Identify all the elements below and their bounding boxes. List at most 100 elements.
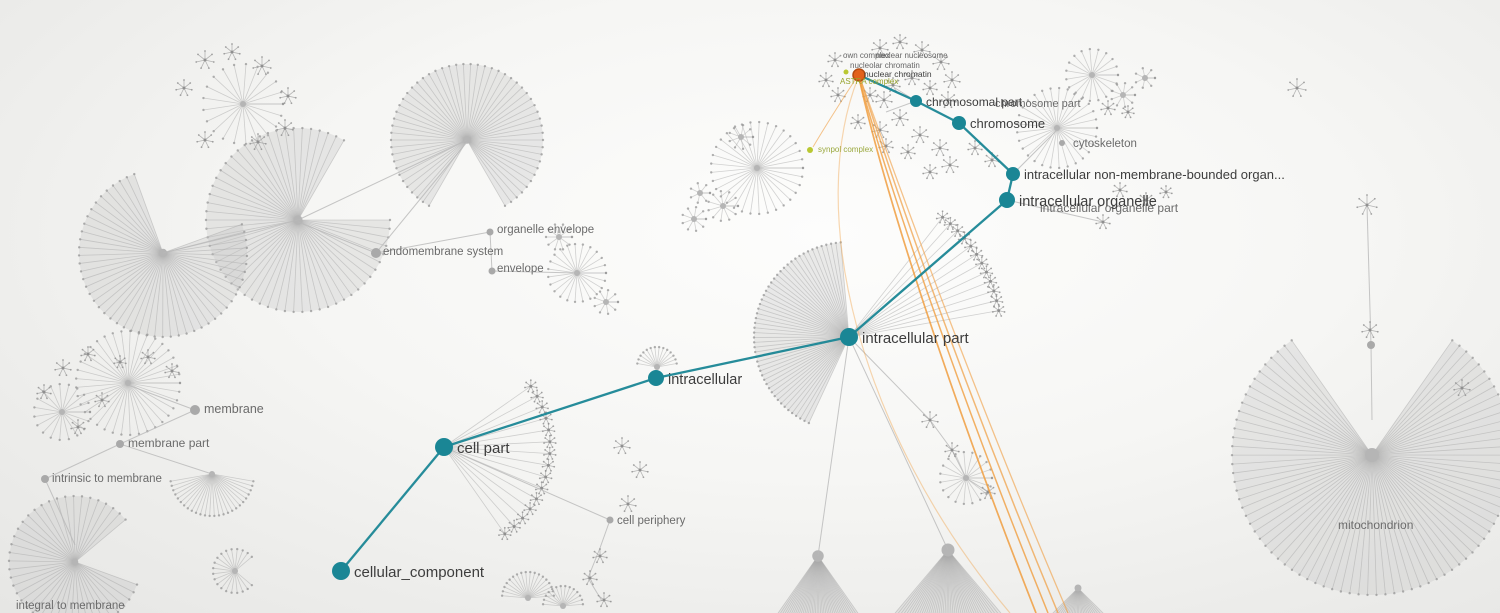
orange-edge	[859, 77, 1059, 613]
gray-graph-node[interactable]	[41, 475, 49, 483]
node-label: cell part	[457, 440, 510, 457]
fan-cluster	[438, 379, 557, 541]
accent-node[interactable]	[807, 147, 813, 153]
aster-node	[943, 71, 961, 89]
aster-node	[900, 144, 916, 160]
aster-node	[596, 592, 612, 608]
aster-node	[931, 139, 949, 157]
gray-edge	[127, 384, 196, 411]
path-edge	[848, 199, 1008, 338]
accent-node[interactable]	[843, 69, 849, 75]
fan-cluster	[77, 172, 249, 339]
fan-cluster	[1110, 81, 1137, 109]
fan-cluster	[169, 471, 255, 518]
aster-node	[538, 470, 553, 484]
gray-label: integral to membrane	[16, 600, 125, 612]
fan-cluster	[74, 329, 182, 437]
aster-node	[498, 526, 512, 541]
graph-node-intracellular-part[interactable]	[840, 328, 858, 346]
graph-node-intracellular-organelle[interactable]	[999, 192, 1015, 208]
aster-node	[1287, 78, 1307, 98]
aster-node	[989, 293, 1004, 308]
aster-node	[891, 109, 909, 127]
aster-node	[969, 247, 984, 261]
tiny-label: synpol complex	[818, 145, 873, 154]
gray-graph-node[interactable]	[371, 248, 381, 258]
aster-node	[592, 548, 608, 564]
graph-node-cellular-component[interactable]	[332, 562, 350, 580]
aster-node	[1112, 182, 1128, 198]
aster-node	[830, 87, 846, 103]
aster-node	[36, 384, 52, 400]
aster-node	[944, 442, 960, 458]
fan-clusters-layer	[7, 47, 1500, 613]
gray-graph-node[interactable]	[1367, 341, 1375, 349]
gray-label: membrane	[204, 402, 264, 416]
graph-node-chromosome[interactable]	[952, 116, 966, 130]
graph-node-intracellular[interactable]	[648, 370, 664, 386]
aster-node	[827, 52, 843, 68]
gray-graph-node[interactable]	[606, 516, 614, 524]
node-label: chromosome	[970, 116, 1045, 131]
fan-cluster	[1065, 47, 1120, 103]
node-label: intracellular organelle	[1019, 194, 1157, 210]
gray-label: envelope	[497, 263, 544, 275]
aster-node	[941, 156, 959, 174]
gray-label: chromosome part	[995, 98, 1081, 110]
aster-node	[543, 434, 557, 449]
fan-cluster	[681, 205, 708, 233]
aster-node	[175, 79, 193, 97]
fan-cluster	[541, 584, 585, 609]
gray-graph-node[interactable]	[486, 228, 494, 236]
gray-graph-node[interactable]	[190, 405, 200, 415]
aster-node	[524, 379, 538, 393]
gray-edge	[489, 231, 493, 272]
aster-node	[922, 164, 938, 180]
gray-edge	[929, 419, 953, 451]
tiny-label: nuclear nucleosome	[876, 51, 948, 60]
orange-edge	[812, 76, 858, 148]
graph-node-cell-part[interactable]	[435, 438, 453, 456]
gray-label: membrane part	[128, 436, 210, 450]
gray-graph-node[interactable]	[488, 267, 496, 275]
gray-edge	[119, 443, 213, 475]
fan-cluster	[547, 242, 608, 304]
fan-cluster	[728, 123, 755, 151]
aster-node	[613, 437, 631, 455]
tiny-label: ASTRA complex	[840, 77, 898, 86]
graph-node-chromosomal-part[interactable]	[910, 95, 922, 107]
fan-cluster	[7, 494, 139, 613]
orange-edge	[858, 77, 1049, 613]
gray-edge	[119, 409, 196, 445]
aster-node	[922, 80, 938, 96]
aster-node	[529, 491, 544, 506]
fan-cluster	[1230, 339, 1500, 597]
orange-edge	[859, 77, 1069, 613]
gray-edge	[1012, 129, 1058, 175]
orange-edges-layer	[812, 76, 1069, 613]
aster-node	[1138, 192, 1154, 208]
aster-node	[932, 53, 950, 71]
gray-edge	[297, 139, 468, 221]
aster-node	[818, 72, 834, 88]
gray-edge	[375, 141, 468, 254]
graph-node-nuclear-chromatin[interactable]	[852, 68, 866, 82]
aster-node	[94, 392, 110, 408]
gray-label: mitochondrion	[1338, 518, 1413, 532]
aster-node	[1095, 214, 1111, 230]
gray-edge	[848, 336, 949, 551]
path-edge	[958, 122, 1014, 175]
gray-graph-node[interactable]	[116, 440, 124, 448]
gray-label: cell periphery	[617, 515, 686, 527]
gray-graph-node[interactable]	[1059, 140, 1065, 146]
graph-node-intracellular-non-membrane-bounded-organ-[interactable]	[1006, 167, 1020, 181]
tiny-label: nucleolar chromatin	[850, 61, 920, 70]
gray-label: endomembrane system	[383, 246, 503, 258]
aster-node	[279, 87, 297, 105]
aster-node	[913, 41, 931, 59]
aster-layer	[36, 34, 1471, 608]
aster-node	[70, 419, 86, 435]
gray-nodes-layer	[41, 140, 1375, 524]
